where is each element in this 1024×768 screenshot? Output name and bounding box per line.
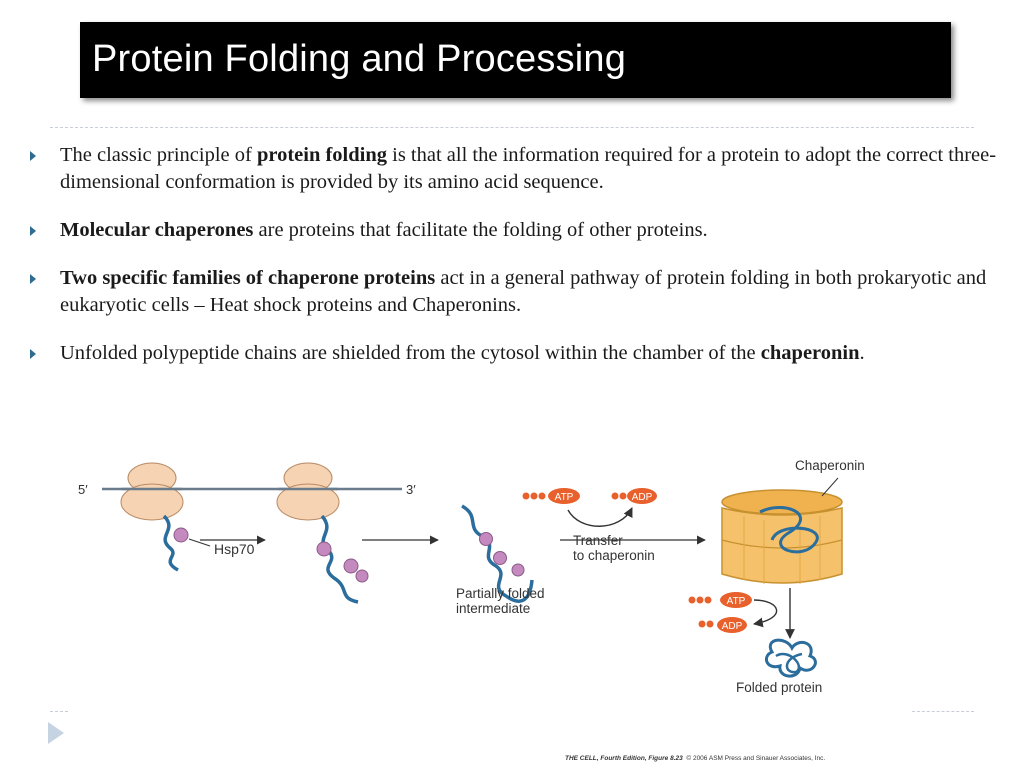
bottom-divider-left <box>50 711 68 712</box>
bullet-arrow-icon <box>30 349 36 359</box>
chaperonin-leader-line <box>821 477 839 497</box>
label-partially-folded: Partially folded <box>456 586 545 601</box>
bullet-item: Two specific families of chaperone prote… <box>30 265 1000 319</box>
label-atp-top: ATP <box>555 492 574 503</box>
ribosome-1 <box>120 462 184 521</box>
label-intermediate: intermediate <box>456 601 530 616</box>
hsp70-icon <box>173 527 189 543</box>
bullet-item: Unfolded polypeptide chains are shielded… <box>30 340 1000 367</box>
label-adp-bottom: ADP <box>722 621 743 632</box>
hsp70-icon <box>355 569 369 583</box>
polypeptide-chain-2 <box>320 514 359 604</box>
atp-curved-arrow-icon <box>567 507 633 527</box>
top-divider <box>50 127 974 128</box>
hsp70-icon <box>493 551 507 565</box>
chaperonin-barrel <box>721 489 843 584</box>
slide-title-bar: Protein Folding and Processing <box>80 22 951 98</box>
partially-folded-chain <box>461 504 534 603</box>
bullet-text: Two specific families of chaperone prote… <box>60 267 987 316</box>
label-to-chaperonin: to chaperonin <box>573 548 655 563</box>
label-hsp70: Hsp70 <box>214 541 255 557</box>
bottom-divider-right <box>912 711 974 712</box>
polypeptide-chain-1 <box>162 514 179 572</box>
adp-molecule-bottom: ADP <box>698 617 747 633</box>
bullet-text: Molecular chaperones are proteins that f… <box>60 219 708 241</box>
hsp70-icon <box>316 541 332 557</box>
bullet-item: Molecular chaperones are proteins that f… <box>30 217 1000 244</box>
label-folded-protein: Folded protein <box>736 680 822 695</box>
label-5-prime: 5′ <box>78 482 88 497</box>
protein-folding-figure: 5′ 3′ Hsp70 Partially folded intermediat… <box>78 458 865 695</box>
bullet-arrow-icon <box>30 226 36 236</box>
label-transfer: Transfer <box>573 533 623 548</box>
bullet-arrow-icon <box>30 274 36 284</box>
bullet-arrow-icon <box>30 151 36 161</box>
label-adp-top: ADP <box>632 492 653 503</box>
figure-citation: THE CELL, Fourth Edition, Figure 8.23 © … <box>565 755 826 762</box>
ribosome-2 <box>276 462 340 521</box>
bullet-text: The classic principle of protein folding… <box>60 144 997 193</box>
atp-molecule-bottom: ATP <box>688 592 752 608</box>
bullet-item: The classic principle of protein folding… <box>30 142 1000 196</box>
bullet-text: Unfolded polypeptide chains are shielded… <box>60 342 865 364</box>
hsp70-icon <box>343 558 359 574</box>
hsp70-icon <box>479 532 493 546</box>
folded-protein <box>764 638 817 678</box>
next-slide-arrow-icon <box>48 722 64 744</box>
label-atp-bottom: ATP <box>727 596 746 607</box>
label-chaperonin: Chaperonin <box>795 458 865 473</box>
label-3-prime: 3′ <box>406 482 416 497</box>
bullet-list: The classic principle of protein folding… <box>30 142 1000 388</box>
atp-curved-arrow-icon <box>753 599 778 628</box>
atp-molecule-top: ATP <box>522 488 580 504</box>
hsp70-icon <box>511 563 525 577</box>
slide-title: Protein Folding and Processing <box>92 38 627 80</box>
hsp70-leader-line <box>188 538 211 547</box>
adp-molecule-top: ADP <box>611 488 657 504</box>
